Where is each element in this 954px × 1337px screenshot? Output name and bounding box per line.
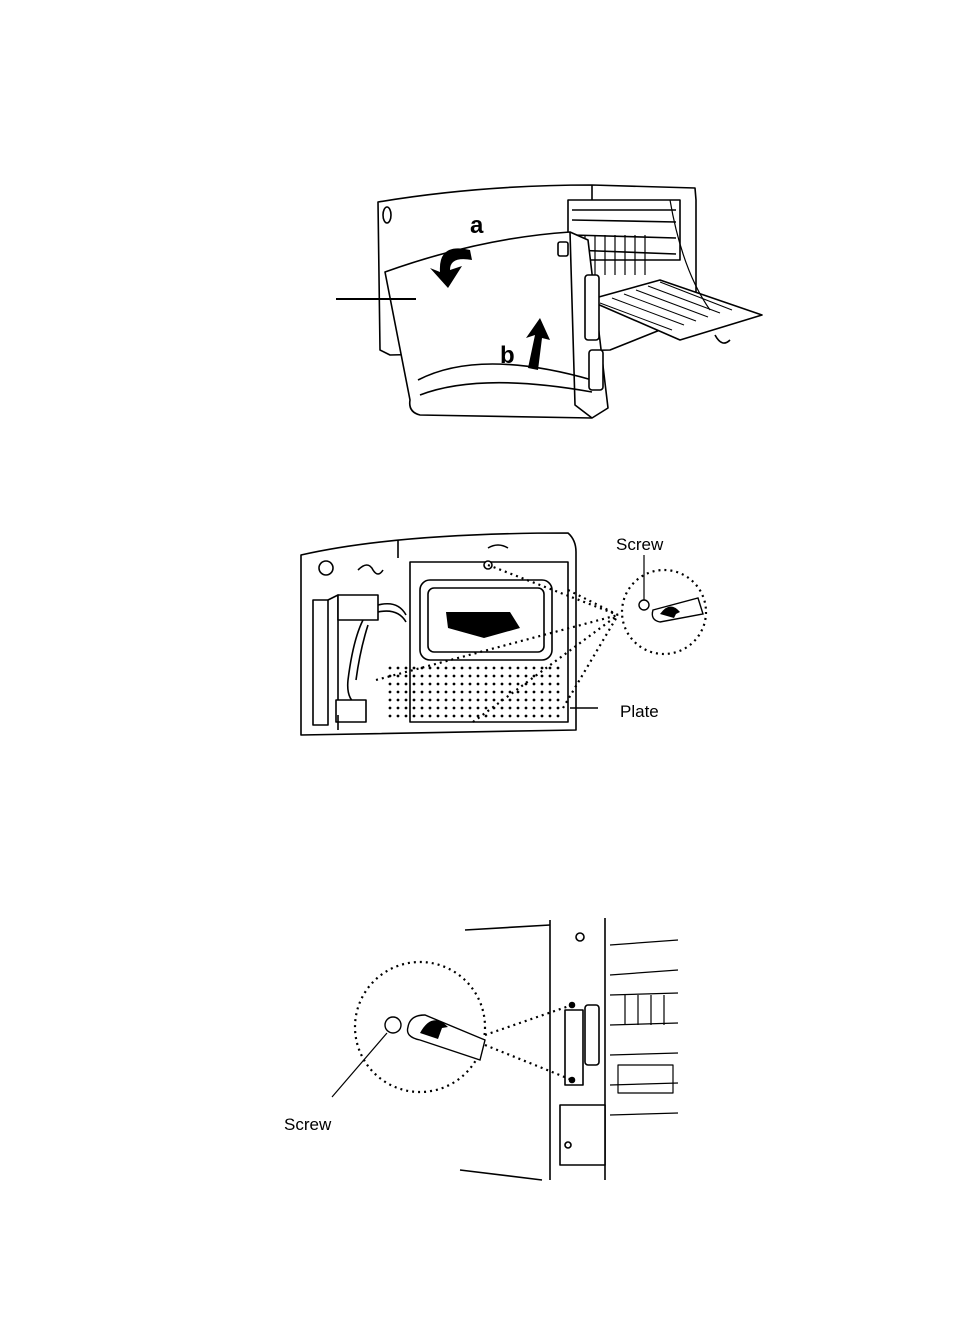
rear-screw-illustration [280,915,680,1185]
figure-plate-screws: Screw Plate [298,530,718,740]
plate-label: Plate [620,702,659,722]
screw-label: Screw [616,535,663,555]
arrow-a-label: a [470,212,483,240]
screw-label-rear: Screw [284,1115,331,1135]
arrow-b-label: b [500,342,515,370]
printer-with-cover-illustration [330,180,770,420]
figure-side-cover-removal: a b [330,180,770,420]
figure-rear-screw: Screw [280,915,680,1185]
cover-leader-line [336,298,416,300]
